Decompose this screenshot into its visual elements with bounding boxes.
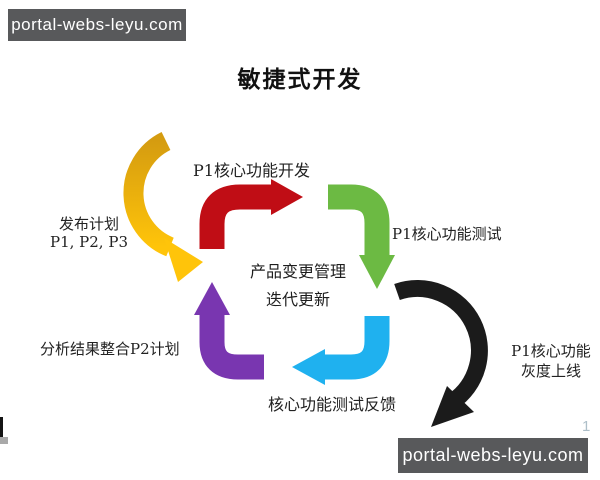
page-number: 1 xyxy=(582,418,591,435)
watermark-top-text: portal-webs-leyu.com xyxy=(11,15,183,34)
label-gray-launch-line2: 灰度上线 xyxy=(520,362,581,380)
watermark-bottom-text: portal-webs-leyu.com xyxy=(402,445,584,465)
edge-artifact-gray xyxy=(0,437,8,444)
release-arrow-body xyxy=(123,132,175,257)
label-release-plan-line1: 发布计划 xyxy=(58,215,119,233)
develop-arrow-head-icon xyxy=(271,179,303,215)
feedback-arrow-head-icon xyxy=(292,349,325,385)
watermark-bottom: portal-webs-leyu.com xyxy=(398,438,588,473)
test-arrow-body xyxy=(328,184,390,257)
label-release-plan-line2: P1, P2, P3 xyxy=(50,233,128,251)
label-center: 产品变更管理 迭代更新 xyxy=(224,258,372,314)
label-analyze: 分析结果整合P2计划 xyxy=(40,340,180,358)
feedback-arrow-body xyxy=(324,316,390,380)
page-title: 敏捷式开发 xyxy=(237,67,363,93)
label-feedback: 核心功能测试反馈 xyxy=(268,395,397,414)
analyze-arrow-head-icon xyxy=(194,282,230,315)
watermark-top: portal-webs-leyu.com xyxy=(8,9,186,41)
label-center-line1: 产品变更管理 xyxy=(249,262,346,281)
launch-arrow-head-icon xyxy=(431,386,474,427)
label-gray-launch-line1: P1核心功能 xyxy=(511,342,591,360)
label-center-line2: 迭代更新 xyxy=(265,290,330,309)
test-arrow-head-icon xyxy=(359,255,395,289)
release-arrow-head-icon xyxy=(164,238,203,282)
edge-artifact-dark xyxy=(0,417,3,437)
label-gray-launch: P1核心功能 灰度上线 xyxy=(498,341,600,381)
label-test: P1核心功能测试 xyxy=(392,225,502,243)
label-develop: P1核心功能开发 xyxy=(193,161,310,180)
develop-arrow-body xyxy=(199,184,272,249)
label-release-plan: 发布计划 P1, P2, P3 xyxy=(36,215,142,251)
analyze-arrow-body xyxy=(199,314,264,380)
launch-arrow-body xyxy=(394,280,488,410)
